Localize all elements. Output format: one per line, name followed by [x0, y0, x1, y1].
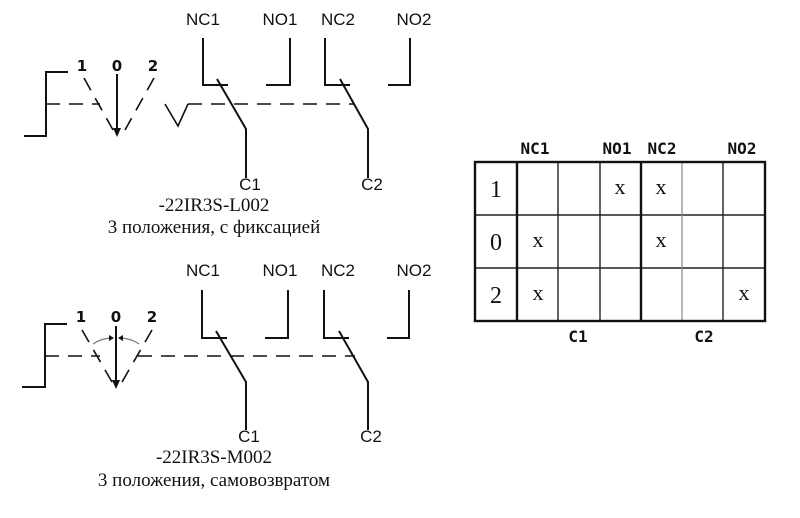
return-arrow-left-icon — [109, 335, 114, 341]
position-1-line — [81, 329, 113, 383]
position-0: 0 — [112, 57, 122, 75]
no2-terminal — [387, 290, 410, 339]
c1-blade — [216, 78, 247, 178]
nc2-terminal — [324, 38, 350, 86]
row-label-2: 2 — [490, 283, 502, 309]
table-footer-c1: C1 — [568, 327, 587, 346]
table-cell: x — [739, 280, 750, 305]
arrow-head-icon — [113, 128, 121, 137]
no1-terminal — [265, 290, 289, 339]
position-2-line — [121, 329, 153, 383]
position-1: 1 — [76, 308, 86, 326]
position-2-line — [124, 77, 155, 131]
label-c2: C2 — [361, 175, 383, 194]
label-no2: NO2 — [397, 261, 432, 280]
position-2: 2 — [148, 57, 158, 75]
label-no1: NO1 — [263, 10, 298, 29]
c2-blade — [339, 78, 369, 178]
label-nc1: NC1 — [186, 261, 220, 280]
contact-state-table: NC1 NO1 NC2 NO2 1 0 2 x x x x x x C1 C2 — [473, 139, 767, 346]
position-1-line — [83, 77, 114, 131]
arrow-head-icon — [112, 380, 120, 389]
label-nc2: NC2 — [321, 261, 355, 280]
return-arrow-right-icon — [118, 335, 123, 341]
position-0: 0 — [111, 308, 121, 326]
table-cells: x x x x x x — [533, 174, 750, 305]
table-cell: x — [533, 280, 544, 305]
diagram-l002: NC1 NO1 NC2 NO2 1 0 2 C1 C2 -22IR3S-L002… — [24, 10, 431, 238]
diagram-m002: NC1 NO1 NC2 NO2 1 0 2 C1 C2 -22IR3S-M002… — [22, 261, 431, 491]
label-c1: C1 — [239, 175, 261, 194]
label-no1: NO1 — [263, 261, 298, 280]
table-cell: x — [656, 174, 667, 199]
detent-notch — [164, 103, 189, 128]
table-cell: x — [615, 174, 626, 199]
table-cell: x — [533, 227, 544, 252]
table-header-no1: NO1 — [603, 139, 632, 158]
table-header-nc1: NC1 — [521, 139, 550, 158]
c2-blade — [338, 330, 369, 430]
position-1: 1 — [77, 57, 87, 75]
nc2-terminal — [323, 290, 349, 339]
table-header-no2: NO2 — [728, 139, 757, 158]
supply-line — [22, 323, 67, 388]
table-cell: x — [656, 227, 667, 252]
model-description: 3 положения, самовозвратом — [98, 470, 330, 491]
table-header-nc2: NC2 — [648, 139, 677, 158]
table-border — [473, 160, 767, 323]
label-no2: NO2 — [397, 10, 432, 29]
label-nc1: NC1 — [186, 10, 220, 29]
position-2: 2 — [147, 308, 157, 326]
label-nc2: NC2 — [321, 10, 355, 29]
model-description: 3 положения, с фиксацией — [108, 217, 321, 238]
no1-terminal — [266, 38, 291, 86]
row-label-0: 0 — [490, 230, 502, 256]
no2-terminal — [388, 38, 411, 86]
model-name: -22IR3S-M002 — [156, 447, 272, 468]
model-name: -22IR3S-L002 — [159, 195, 270, 216]
label-c2: C2 — [360, 427, 382, 446]
nc1-terminal — [202, 38, 228, 86]
label-c1: C1 — [238, 427, 260, 446]
table-footer-c2: C2 — [694, 327, 713, 346]
row-label-1: 1 — [490, 177, 502, 203]
c1-blade — [215, 330, 247, 430]
nc1-terminal — [201, 290, 227, 339]
